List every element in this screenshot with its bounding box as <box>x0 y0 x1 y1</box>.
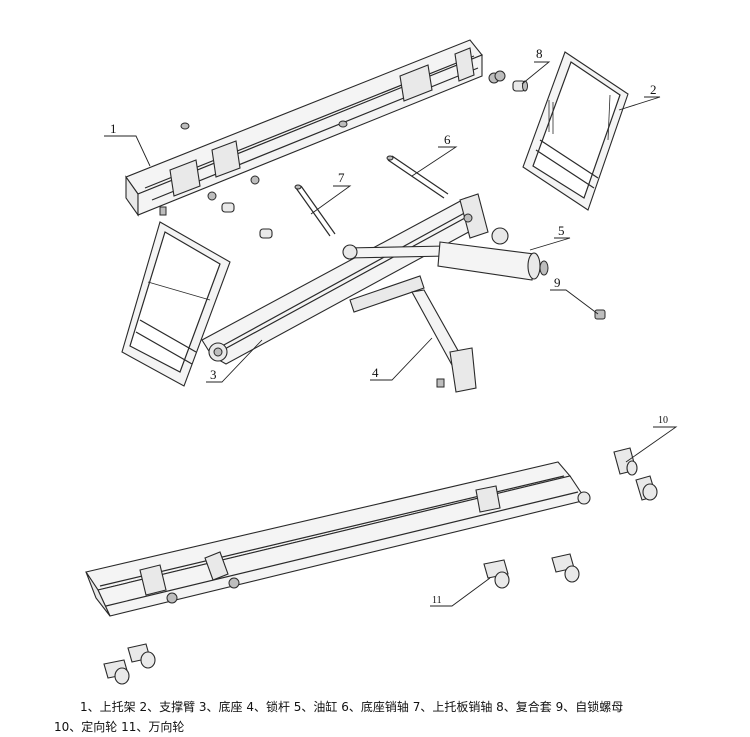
parts-legend-line-2: 10、定向轮 11、万向轮 <box>54 720 185 734</box>
parts-legend: 1、上托架 2、支撑臂 3、底座 4、锁杆 5、油缸 6、底座销轴 7、上托板销… <box>0 697 750 737</box>
self-locking-nut <box>594 309 606 320</box>
callout-6: 6 <box>444 132 451 147</box>
composite-sleeve <box>512 80 528 92</box>
callout-11: 11 <box>432 595 442 606</box>
leader-lines <box>104 61 678 607</box>
parts-legend-line-1: 1、上托架 2、支撑臂 3、底座 4、锁杆 5、油缸 6、底座销轴 7、上托板销… <box>80 700 624 714</box>
callout-8: 8 <box>536 46 543 61</box>
callout-1: 1 <box>110 121 117 136</box>
swivel-caster <box>103 553 580 685</box>
fixed-caster <box>613 447 658 501</box>
base-pin <box>386 155 449 199</box>
upper-plate-pin <box>294 184 336 237</box>
base-frame-lower <box>85 461 591 617</box>
callout-10: 10 <box>658 415 668 426</box>
callout-7: 7 <box>338 170 345 185</box>
callout-9: 9 <box>554 275 561 290</box>
support-arm-upper <box>522 51 629 211</box>
callout-5: 5 <box>558 223 565 238</box>
support-arm-lower <box>121 221 231 387</box>
base-frame-middle <box>201 193 509 365</box>
bushing-small <box>180 120 348 239</box>
callout-4: 4 <box>372 365 379 380</box>
hydraulic-cylinder <box>342 241 549 281</box>
callout-2: 2 <box>650 82 657 97</box>
upper-bracket-frame <box>125 39 506 217</box>
callout-3: 3 <box>210 367 217 382</box>
lock-rod <box>411 289 477 393</box>
